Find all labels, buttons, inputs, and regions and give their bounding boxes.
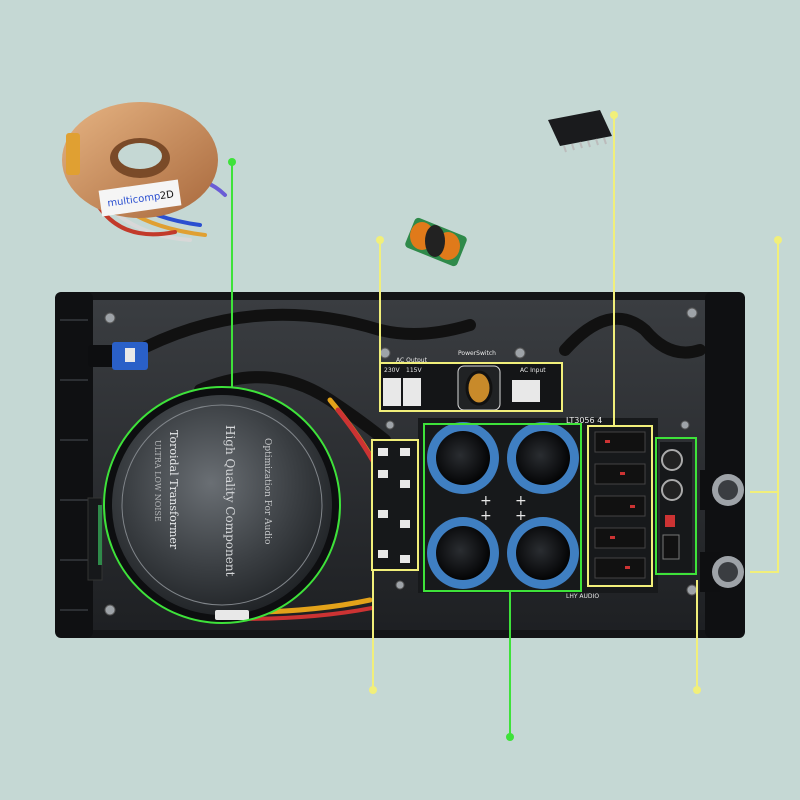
- callout-ac-board: [376, 236, 563, 412]
- led-board: [87, 497, 103, 581]
- capacitor-1: [427, 422, 499, 494]
- callout-chassis-jack: [693, 580, 701, 694]
- callout-regulators: [587, 111, 653, 587]
- common-mode-choke-icon: [405, 217, 467, 267]
- ac-input-board: AC Output PowerSwitch AC Input 230V 115V: [380, 350, 562, 412]
- transformer-line-4: ULTRA LOW NOISE: [153, 440, 162, 522]
- callout-rectifier: [369, 439, 419, 694]
- rectifier-board: [372, 440, 418, 570]
- toroidal-transformer: High Quality Component Optimization For …: [104, 387, 340, 623]
- svg-text:+: +: [480, 508, 492, 524]
- callout-capacitors: [423, 423, 582, 741]
- board-brand-label: LHY AUDIO: [566, 593, 599, 600]
- ic-chip-icon: [548, 110, 612, 153]
- power-switch-label: PowerSwitch: [458, 350, 496, 357]
- output-jacks: [700, 470, 744, 592]
- v115-label: 115V: [406, 367, 422, 374]
- ac-power-socket: [88, 342, 148, 370]
- toroid-code-label: 2D: [159, 189, 175, 202]
- callout-transformer: [103, 158, 341, 624]
- ac-output-label: AC Output: [396, 357, 428, 364]
- transformer-line-2: Optimization For Audio: [262, 438, 272, 544]
- output-section: [660, 442, 692, 572]
- svg-text:+: +: [515, 508, 527, 524]
- callout-output-jacks: [750, 236, 782, 573]
- callout-output-stage: [655, 437, 697, 575]
- capacitor-3: [427, 517, 499, 589]
- v230-label: 230V: [384, 367, 400, 374]
- capacitor-4: [507, 517, 579, 589]
- board-model-label: LT3056 4: [566, 416, 602, 425]
- transformer-line-3: Toroidal Transformer: [167, 430, 180, 550]
- svg-text:+: +: [515, 493, 527, 509]
- svg-text:+: +: [480, 493, 492, 509]
- regulator-section: [594, 431, 646, 579]
- toroidal-transformer-icon: multicomp 2D: [62, 102, 227, 242]
- transformer-line-1: High Quality Component: [223, 425, 237, 577]
- wiring: [124, 308, 706, 621]
- ac-input-label: AC Input: [520, 367, 546, 374]
- capacitor-2: [507, 422, 579, 494]
